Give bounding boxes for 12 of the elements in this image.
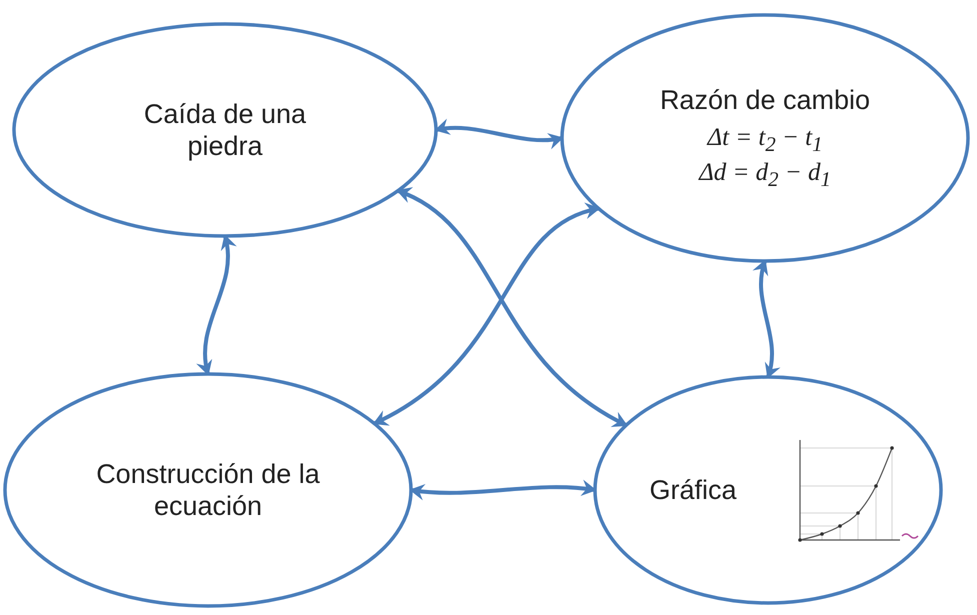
node-label: Razón de cambio [660, 84, 870, 116]
node-label: Construcción de la ecuación [95, 458, 321, 522]
double-arrow [372, 204, 600, 426]
ellipse-node [560, 13, 970, 263]
formula: Δt = t$_{2}$ − t$_{1}$ [707, 123, 823, 158]
node-label: Gráfica [649, 474, 737, 506]
ellipse-node [593, 375, 943, 605]
double-arrow [396, 188, 628, 427]
ellipse-node [3, 372, 413, 608]
ellipse-node [12, 22, 438, 238]
node-label: Caída de una piedra [142, 98, 308, 162]
formula: Δd = d$_{2}$ − d$_{1}$ [699, 158, 831, 192]
